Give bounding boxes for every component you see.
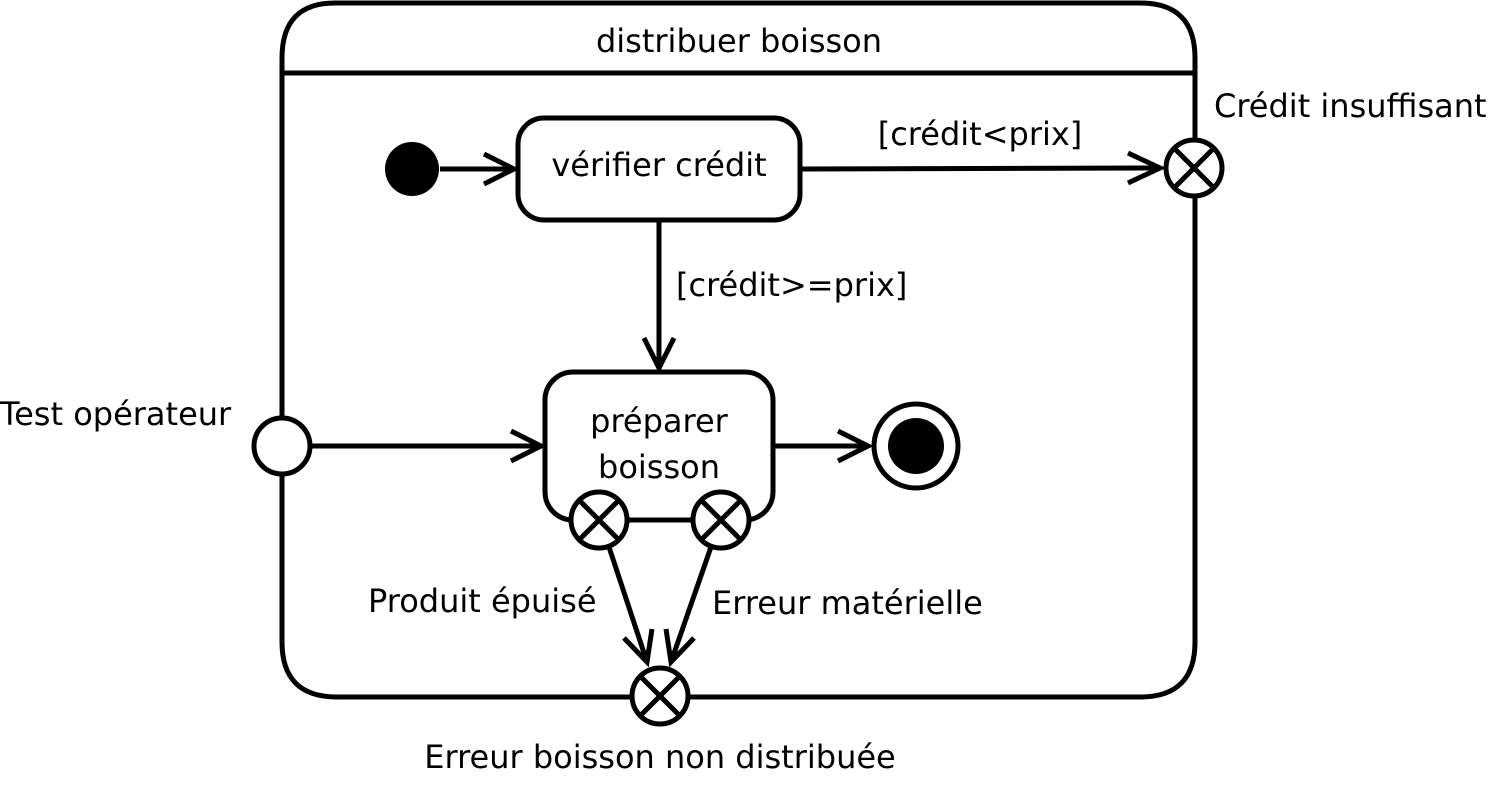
composite-state-title: distribuer boisson <box>596 22 882 60</box>
exit-point-erreur-boisson-label: Erreur boisson non distribuée <box>424 738 895 776</box>
exit-point-credit-insufficient-label: Crédit insuffisant <box>1214 87 1487 125</box>
guard-credit-insufficient: [crédit<prix] <box>878 115 1083 153</box>
composite-state-frame <box>279 0 1198 700</box>
transition-verifier-to-credit-exit <box>799 165 1161 172</box>
exit-point-erreur-materielle <box>690 489 752 551</box>
final-node <box>871 401 961 491</box>
transition-erreur-materielle-to-error <box>668 546 714 663</box>
arrowhead <box>1126 150 1166 186</box>
exit-point-credit-insufficient <box>1163 137 1225 199</box>
arrowhead <box>482 151 520 187</box>
arrowhead <box>641 336 677 374</box>
state-verifier-credit-label: vérifier crédit <box>551 146 766 184</box>
transition-produit-epuise-to-error <box>606 546 650 663</box>
exit-point-erreur-materielle-label: Erreur matérielle <box>712 584 983 622</box>
arrowhead <box>622 628 655 668</box>
entry-point-test-operateur <box>251 415 313 477</box>
guard-credit-sufficient: [crédit>=prix] <box>676 266 907 304</box>
arrowhead <box>509 428 547 464</box>
entry-point-test-operateur-label: Test opérateur <box>0 395 232 433</box>
state-preparer-boisson-label-line1: préparer <box>590 402 729 440</box>
exit-point-produit-epuise <box>568 489 630 551</box>
initial-node <box>385 142 439 196</box>
arrowhead <box>663 628 696 668</box>
exit-point-produit-epuise-label: Produit épuisé <box>368 582 597 620</box>
exit-point-erreur-boisson <box>629 665 691 727</box>
arrowhead <box>836 428 874 464</box>
state-preparer-boisson-label-line2: boisson <box>598 448 720 486</box>
